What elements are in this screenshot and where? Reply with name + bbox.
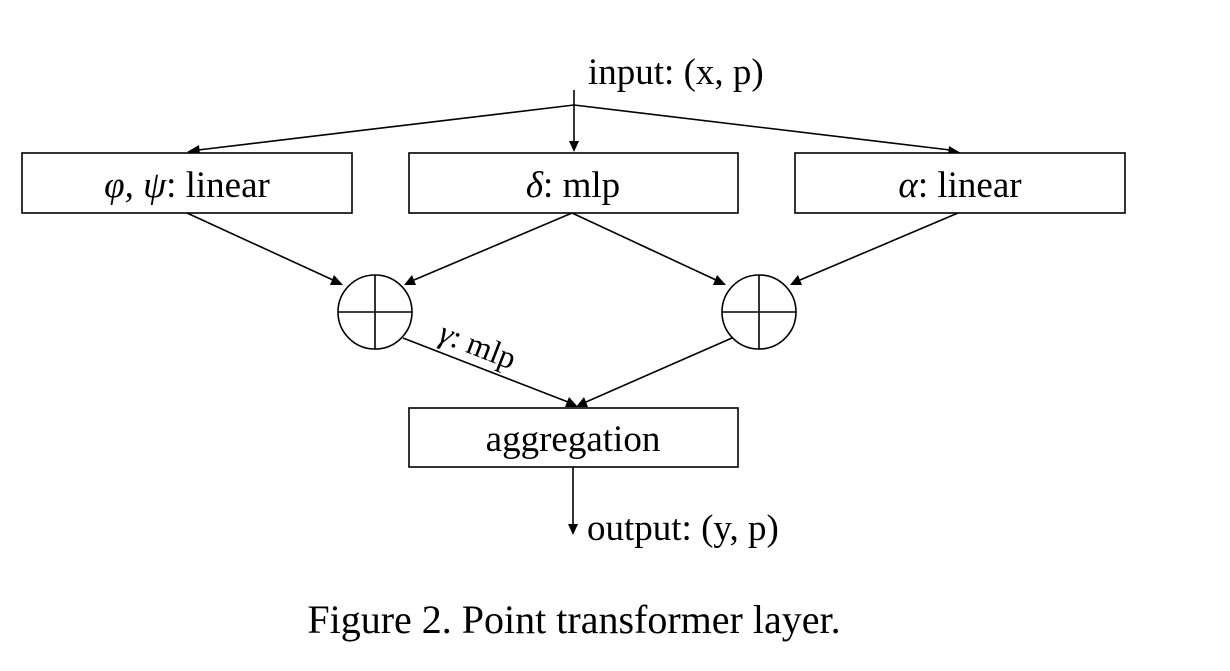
svg-text:α: linear: α: linear [898,165,1021,206]
arrowhead-aggregation-b [576,397,588,407]
output-arrow [568,467,578,535]
arrowhead-left-sum-a [330,275,343,285]
right-sum-icon [721,274,797,350]
delta-box: δ: mlp [408,152,739,214]
svg-text:δ: mlp: δ: mlp [526,165,620,206]
arrows-to-sums [186,212,959,285]
arrow-left-sum-to-aggregation [402,337,569,403]
arrow-delta-to-left-sum [413,212,573,281]
left-sum-icon [337,274,413,350]
alpha-box: α: linear [794,152,1126,214]
arrow-to-alpha [573,104,951,151]
input-fanout [187,90,961,156]
arrowhead-right-sum-a [713,275,726,285]
arrowhead-right-sum-b [790,275,802,285]
delta-symbol: δ [526,165,544,206]
phi-psi-symbol: φ, ψ [104,165,167,206]
arrow-phi-psi-to-left-sum [186,212,334,281]
delta-suffix: : mlp [543,165,620,206]
aggregation-box: aggregation [408,407,739,468]
alpha-symbol: α [898,165,919,206]
arrows-to-aggregation [402,337,733,407]
arrowhead-left-sum-b [404,275,416,285]
phi-psi-box: φ, ψ: linear [21,152,353,214]
arrow-to-phi-psi [197,104,575,151]
arrowhead-delta [569,141,579,152]
aggregation-label: aggregation [486,419,661,460]
arrow-delta-to-right-sum [571,212,717,281]
figure-caption: Figure 2. Point transformer layer. [307,597,840,642]
arrowhead-aggregation-a [565,397,578,407]
input-label: input: (x, p) [588,52,764,93]
svg-text:φ, ψ: linear: φ, ψ: linear [104,165,270,206]
arrowhead-output [568,524,578,535]
alpha-suffix: : linear [918,165,1022,206]
output-label: output: (y, p) [587,508,779,549]
arrow-right-sum-to-aggregation [585,337,733,403]
arrow-alpha-to-right-sum [799,212,959,281]
phi-psi-suffix: : linear [166,165,270,206]
gamma-suffix: : mlp [446,319,521,377]
